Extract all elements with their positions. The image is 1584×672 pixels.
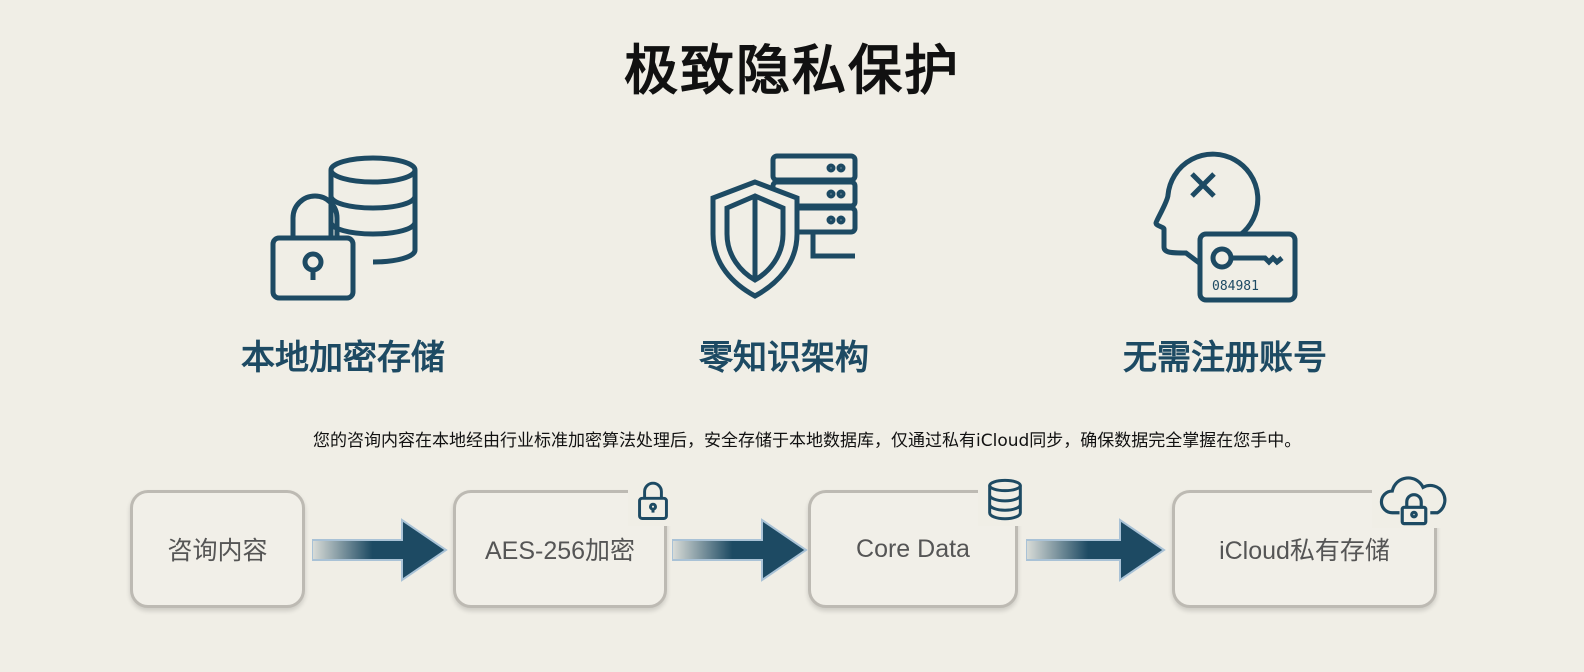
flow-step-label: Core Data: [856, 534, 970, 563]
flow-step-core-data: Core Data: [808, 490, 1018, 608]
shield-server-icon: [710, 153, 858, 299]
feature-label: 零知识架构: [699, 338, 869, 378]
arrow-right-icon: [1026, 518, 1166, 582]
page-title: 极致隐私保护: [624, 38, 960, 102]
database-icon: [978, 474, 1032, 526]
description: 您的咨询内容在本地经由行业标准加密算法处理后，安全存储于本地数据库，仅通过私有i…: [313, 431, 1302, 451]
feature-label: 本地加密存储: [241, 338, 445, 378]
flow-step-label: 咨询内容: [167, 537, 268, 565]
cloud-lock-icon: [1372, 474, 1456, 528]
arrow-right-icon: [672, 518, 808, 582]
flow-step-label: iCloud私有存储: [1219, 537, 1390, 565]
arrow-right-icon: [312, 518, 448, 582]
lock-icon: [628, 474, 678, 526]
flow-step-label: AES-256加密: [484, 537, 636, 565]
lock-database-icon: [270, 155, 418, 301]
card-code: 084981: [1212, 279, 1259, 294]
feature-label: 无需注册账号: [1123, 338, 1327, 378]
head-key-card-icon: 084981: [1153, 151, 1298, 303]
flow-step-input: 咨询内容: [130, 490, 305, 608]
